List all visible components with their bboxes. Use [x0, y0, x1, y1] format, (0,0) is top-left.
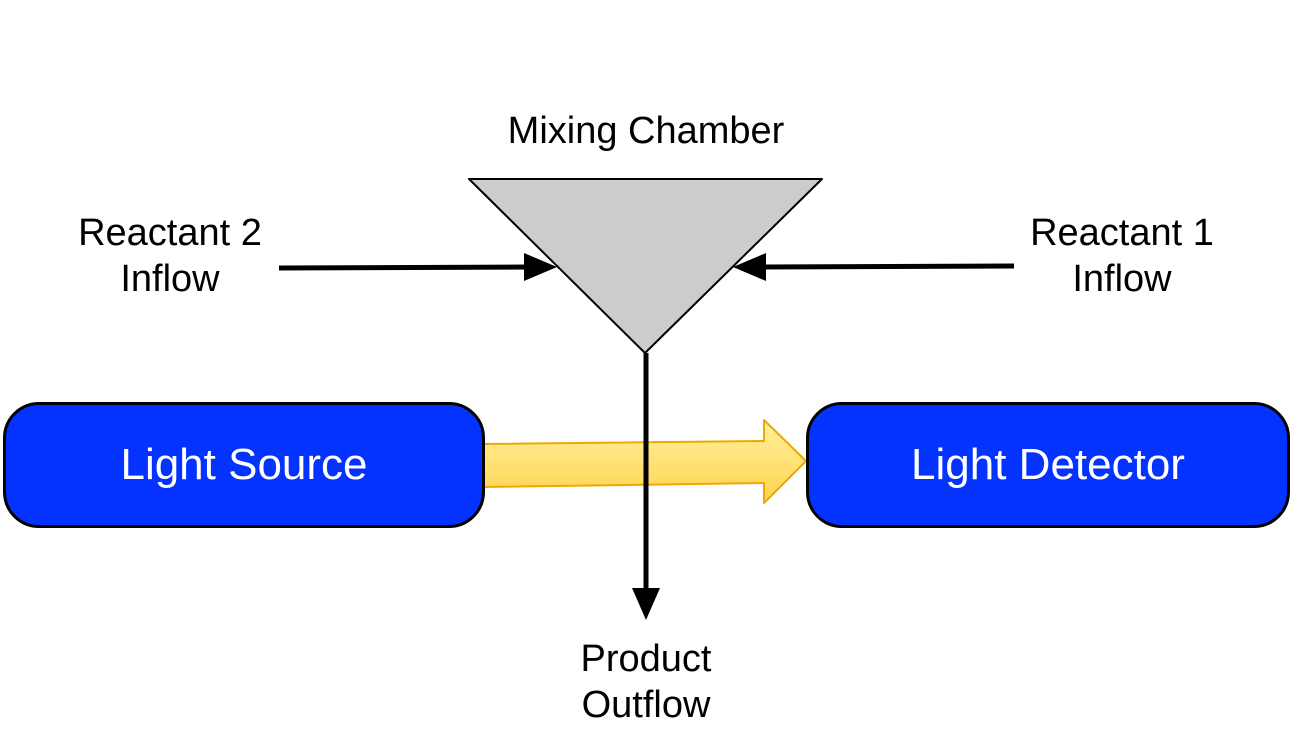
- mixing-chamber-shape: [468, 178, 823, 354]
- reactant-2-label-line1: Reactant 2: [78, 212, 262, 254]
- reactant-1-label-line1: Reactant 1: [1030, 212, 1214, 254]
- product-outflow-label: Product Outflow: [516, 636, 776, 728]
- product-label-line1: Product: [580, 638, 712, 680]
- reactant-1-inflow-arrowhead: [733, 253, 766, 281]
- product-label-line2: Outflow: [581, 684, 711, 726]
- reactant-2-inflow-arrowhead: [524, 253, 557, 281]
- light-detector-node: Light Detector: [806, 402, 1290, 528]
- light-detector-label: Light Detector: [911, 440, 1185, 489]
- reactant-2-inflow-label: Reactant 2 Inflow: [40, 210, 300, 302]
- reactant-1-inflow-line: [759, 263, 1015, 270]
- light-source-node: Light Source: [3, 402, 485, 528]
- reactant-2-label-line2: Inflow: [120, 258, 220, 300]
- light-source-label: Light Source: [120, 440, 368, 489]
- reactant-2-inflow-line: [278, 264, 531, 271]
- reactant-1-inflow-label: Reactant 1 Inflow: [992, 210, 1252, 302]
- reactant-1-label-line2: Inflow: [1072, 258, 1172, 300]
- mixing-chamber-label: Mixing Chamber: [507, 110, 785, 152]
- product-outflow-arrowhead: [632, 588, 660, 620]
